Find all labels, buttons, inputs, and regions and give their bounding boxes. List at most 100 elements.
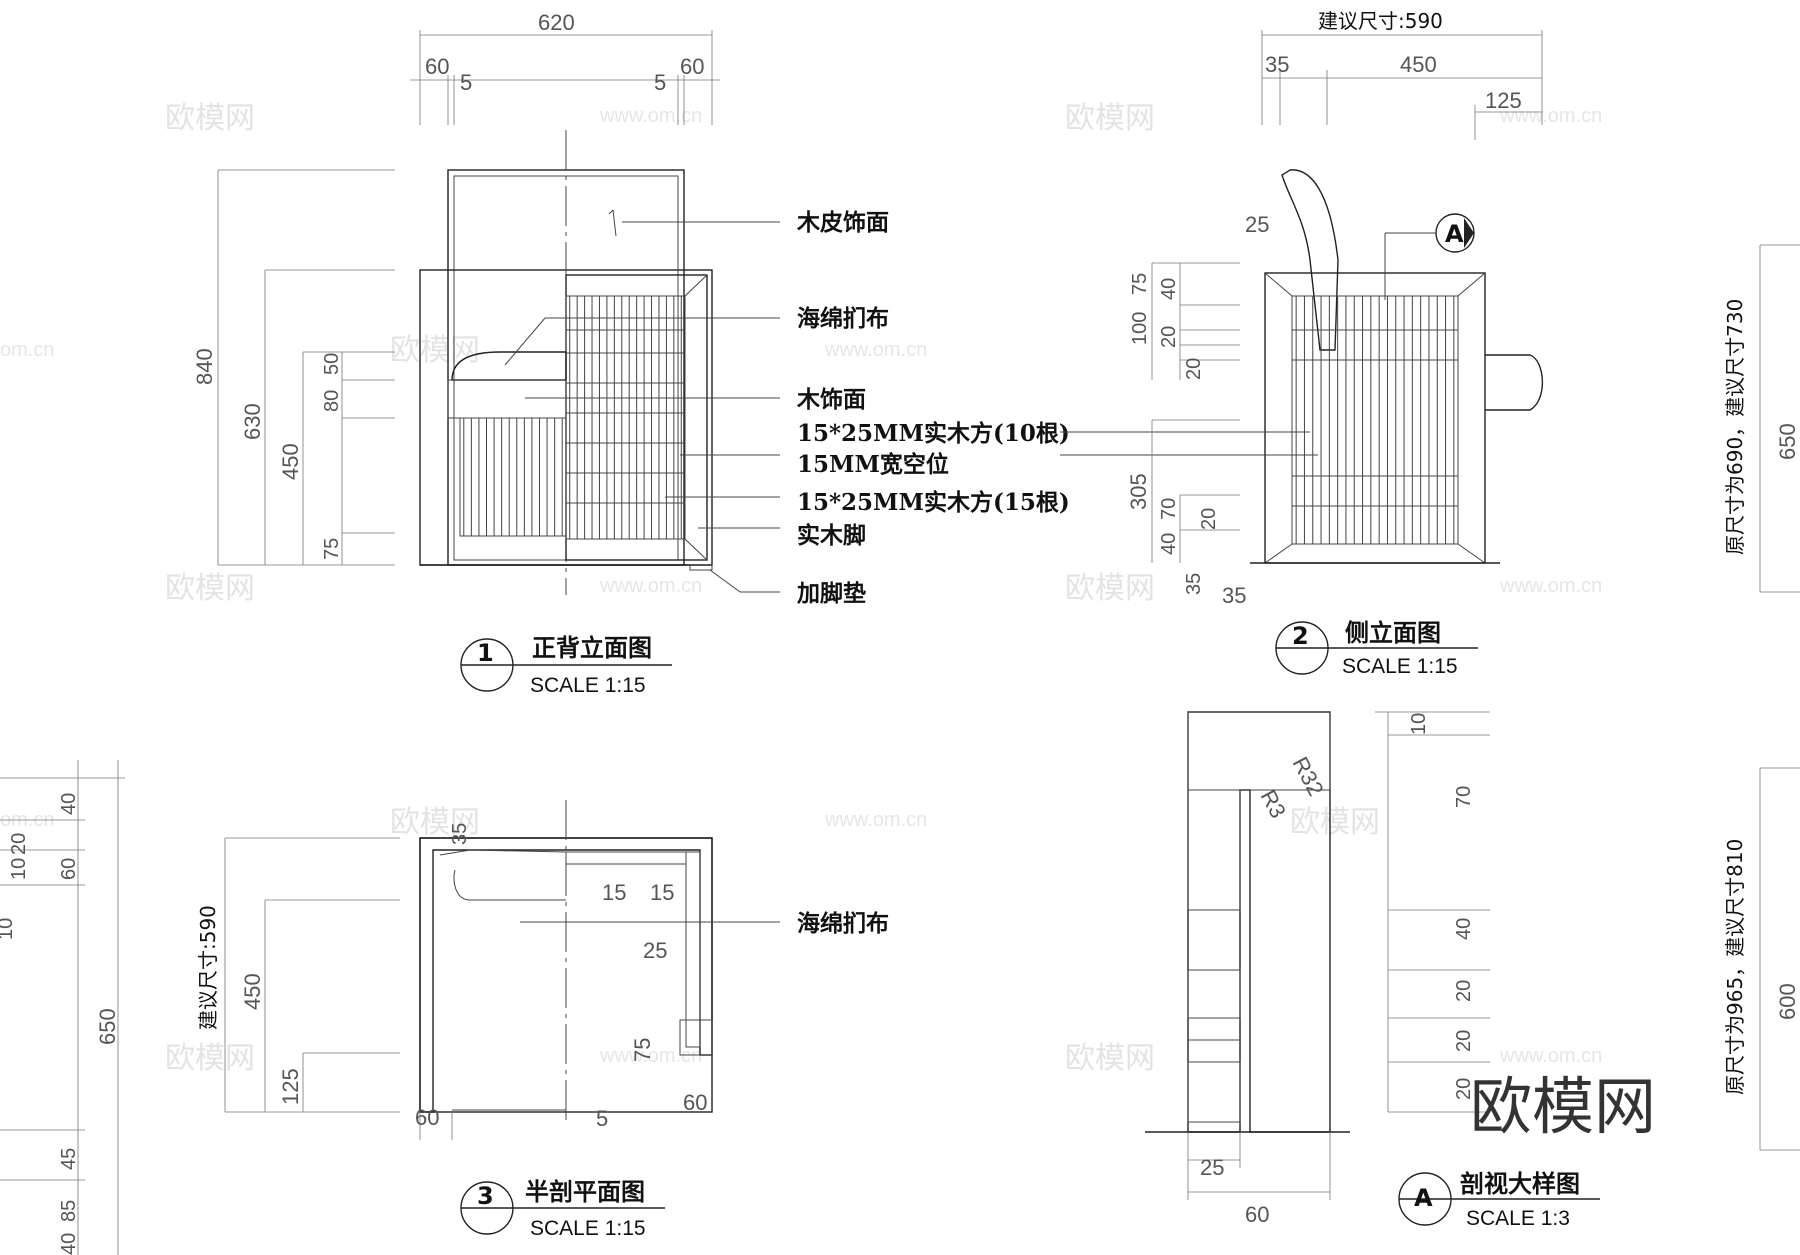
dim-40: 40 — [1158, 278, 1180, 300]
callout-foot-pad: 加脚垫 — [796, 580, 866, 607]
view-title: 半剖平面图 — [525, 1178, 645, 1206]
dim-suggest-590: 建议尺寸:590 — [196, 905, 220, 1030]
watermark-brand: 欧模网 — [165, 1041, 255, 1076]
section-marker-arrow — [1464, 218, 1474, 248]
view-scale: SCALE 1:3 — [1466, 1207, 1570, 1230]
dim-70: 70 — [1158, 498, 1180, 520]
dim-25: 25 — [643, 938, 667, 963]
view-A-section-detail: R32 R3 10 70 40 20 20 20 25 60 A 剖视大样图 S… — [1145, 711, 1600, 1230]
dim-20-b: 20 — [1453, 1030, 1475, 1052]
note-size-730: 原尺寸为690，建议尺寸730 — [1723, 299, 1747, 555]
watermark-brand: 欧模网 — [1065, 1041, 1155, 1076]
dim-80: 80 — [321, 390, 343, 412]
watermark-layer: 欧模网 欧模网 欧模网 欧模网 欧模网 欧模网 欧模网 欧模网 欧模网 www.… — [0, 101, 1602, 1076]
dim-840: 840 — [192, 348, 217, 385]
dim-10: 10 — [8, 858, 30, 880]
view-title: 剖视大样图 — [1460, 1170, 1580, 1198]
note-size-810: 原尺寸为965，建议尺寸810 — [1723, 839, 1747, 1095]
view-scale: SCALE 1:15 — [1342, 655, 1458, 678]
hatched-block — [1187, 969, 1241, 1019]
dim-60-b: 60 — [683, 1090, 707, 1115]
dim-35: 35 — [1265, 52, 1289, 77]
dim-650: 650 — [95, 1008, 120, 1045]
dim-35-b: 35 — [1183, 573, 1205, 595]
view-title: 侧立面图 — [1345, 619, 1441, 647]
view-2-side-elevation: A 建议尺寸:590 35 450 125 25 100 75 40 20 20 — [1060, 9, 1544, 678]
view-title: 正背立面图 — [532, 634, 652, 662]
section-marker-label: A — [1445, 220, 1464, 248]
brand-logo: 欧模网 — [1470, 1070, 1656, 1143]
backrest-outline — [1281, 169, 1339, 351]
dim-600: 600 — [1775, 983, 1800, 1020]
bevel-line — [1264, 272, 1293, 297]
dim-20-a: 20 — [1158, 326, 1180, 348]
dim-70: 70 — [1453, 786, 1475, 808]
dim-40-b: 40 — [1158, 533, 1180, 555]
bevel-line — [1457, 272, 1486, 297]
callout-solid-leg: 实木脚 — [797, 522, 866, 549]
hatch-strip-right — [685, 851, 701, 1048]
corner-leg-section — [679, 1019, 713, 1056]
watermark-url: www.om.cn — [599, 105, 702, 127]
watermark-brand: 欧模网 — [1290, 805, 1380, 840]
dim-R3: R3 — [1256, 786, 1291, 823]
watermark-url: www.om.cn — [1499, 575, 1602, 597]
dim-45: 45 — [58, 1148, 80, 1170]
dim-60: 60 — [58, 858, 80, 880]
foot-pad — [689, 564, 713, 571]
dim-15-a: 15 — [602, 880, 626, 905]
dim-5-right: 5 — [654, 70, 666, 95]
view-1-front-back-elevation: 620 60 5 5 60 840 630 450 80 50 75 — [192, 10, 1070, 697]
dim-50: 50 — [321, 353, 343, 375]
dim-75: 75 — [1129, 273, 1151, 295]
dim-15-b: 15 — [650, 880, 674, 905]
watermark-brand: 欧模网 — [165, 101, 255, 136]
dim-35-c: 35 — [1222, 583, 1246, 608]
view-number: 1 — [477, 639, 494, 667]
dim-10-b: 10 — [0, 918, 17, 940]
watermark-brand: 欧模网 — [1065, 571, 1155, 606]
view-number: 3 — [477, 1182, 494, 1210]
dim-630: 630 — [240, 403, 265, 440]
callout-wood-finish: 木饰面 — [796, 386, 866, 413]
dim-75: 75 — [630, 1038, 655, 1062]
leader-line — [709, 569, 741, 593]
dim-75: 75 — [321, 538, 343, 560]
watermark-brand: 欧模网 — [165, 571, 255, 606]
view-scale: SCALE 1:15 — [530, 674, 646, 697]
callout-plan-sponge: 海绵扪布 — [797, 910, 889, 937]
dim-5: 5 — [596, 1106, 608, 1131]
dim-20: 20 — [8, 833, 30, 855]
side-body-outline — [1264, 272, 1486, 564]
veneer-mark — [608, 209, 614, 215]
bevel-line — [1457, 543, 1486, 564]
view-scale: SCALE 1:15 — [530, 1217, 646, 1240]
dim-305: 305 — [1126, 473, 1151, 510]
watermark-url: www.om.cn — [1499, 1045, 1602, 1067]
seat-cushion — [451, 351, 567, 381]
side-slats-group — [1295, 296, 1455, 544]
callout-veneer: 木皮饰面 — [796, 209, 889, 236]
watermark-url: www.om.cn — [824, 809, 927, 831]
cushion-top — [439, 849, 567, 856]
dim-60: 60 — [1245, 1202, 1269, 1227]
view-number: 2 — [1292, 622, 1309, 650]
watermark-url: www.om.cn — [1499, 105, 1602, 127]
hatch-strip-top — [565, 851, 687, 865]
view-3-half-section-plan: 海绵扪布 建议尺寸:590 450 125 35 60 5 15 15 25 7… — [196, 800, 889, 1240]
right-edge-notes: 原尺寸为690，建议尺寸730 650 原尺寸为965，建议尺寸810 600 — [1723, 244, 1800, 1151]
dim-25: 25 — [1200, 1155, 1224, 1180]
bevel-line — [684, 538, 708, 561]
left-edge-partial-drawing: 40 10 20 60 10 650 45 85 40 — [0, 760, 125, 1255]
dim-125: 125 — [278, 1068, 303, 1105]
dim-5-left: 5 — [460, 70, 472, 95]
dim-60-a: 60 — [415, 1105, 439, 1130]
bevel-line — [1264, 543, 1293, 564]
dim-35: 35 — [449, 823, 471, 845]
watermark-url: www.om.cn — [599, 1045, 702, 1067]
seat-rail — [447, 379, 567, 419]
view-number: A — [1414, 1184, 1433, 1212]
watermark-brand: 欧模网 — [390, 805, 480, 840]
watermark-brand: 欧模网 — [1065, 101, 1155, 136]
